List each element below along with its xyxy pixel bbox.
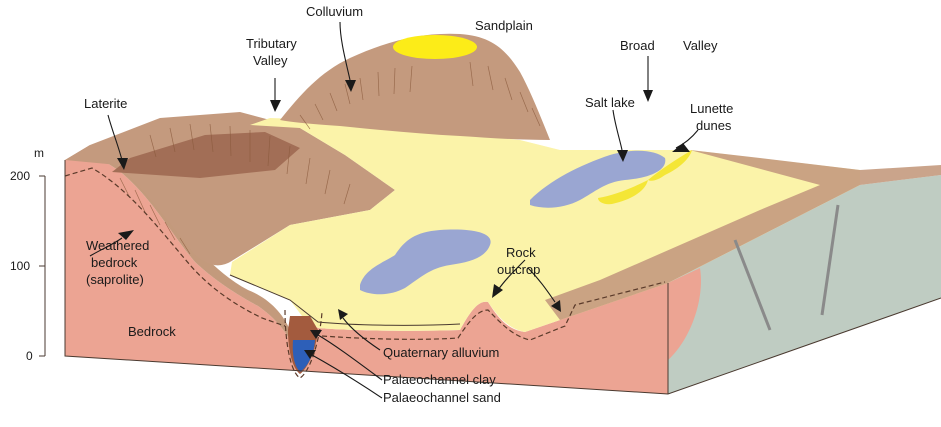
axis-tick-100: 100 [10, 259, 30, 273]
label-weathered-line3: (saprolite) [86, 272, 144, 287]
label-salt-lake: Salt lake [585, 95, 635, 110]
axis-unit: m [34, 146, 44, 160]
label-lunette-line1: Lunette [690, 101, 733, 116]
label-bedrock: Bedrock [128, 324, 176, 339]
axis-tick-200: 200 [10, 169, 30, 183]
label-quaternary: Quaternary alluvium [383, 345, 499, 360]
label-colluvium: Colluvium [306, 4, 363, 19]
label-weathered-line2: bedrock [91, 255, 138, 270]
axis-tick-0: 0 [26, 349, 33, 363]
label-sandplain: Sandplain [475, 18, 533, 33]
label-palaeo-clay: Palaeochannel clay [383, 372, 496, 387]
label-broad: Broad [620, 38, 655, 53]
label-lunette-line2: dunes [696, 118, 732, 133]
label-palaeo-sand: Palaeochannel sand [383, 390, 501, 405]
label-valley: Valley [683, 38, 718, 53]
label-rock-line2: outcrop [497, 262, 540, 277]
label-tributary-line2: Valley [253, 53, 288, 68]
label-weathered-line1: Weathered [86, 238, 149, 253]
elevation-axis: m 200 100 0 [10, 146, 45, 363]
label-rock-line1: Rock [506, 245, 536, 260]
sandplain-cap [393, 35, 477, 59]
label-tributary-line1: Tributary [246, 36, 297, 51]
label-laterite: Laterite [84, 96, 127, 111]
